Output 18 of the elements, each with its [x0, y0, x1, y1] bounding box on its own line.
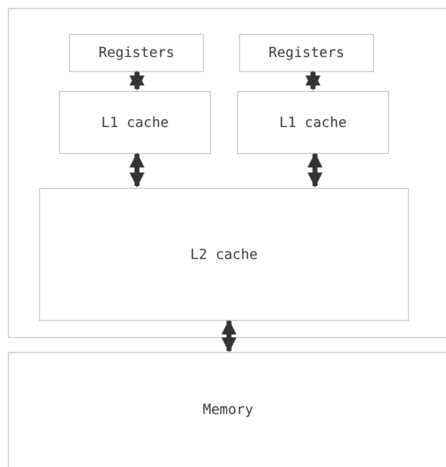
component-label: Registers: [98, 45, 174, 61]
component-label: L1 cache: [101, 114, 169, 130]
component-label: Memory: [202, 402, 254, 418]
double-arrow: [130, 70, 144, 90]
double-arrow: [130, 152, 144, 188]
component-box: [237, 91, 389, 154]
component-box: [69, 34, 204, 72]
container-box: [8, 8, 446, 338]
component-box: [59, 91, 211, 154]
component-label: Registers: [268, 45, 344, 61]
component-box: [39, 188, 409, 321]
component-label: L1 cache: [279, 114, 347, 130]
component-label: L2 cache: [190, 246, 258, 262]
double-arrow: [306, 70, 320, 90]
double-arrow: [222, 320, 236, 352]
component-box: [8, 352, 446, 467]
component-box: [239, 34, 374, 72]
double-arrow: [308, 152, 322, 188]
